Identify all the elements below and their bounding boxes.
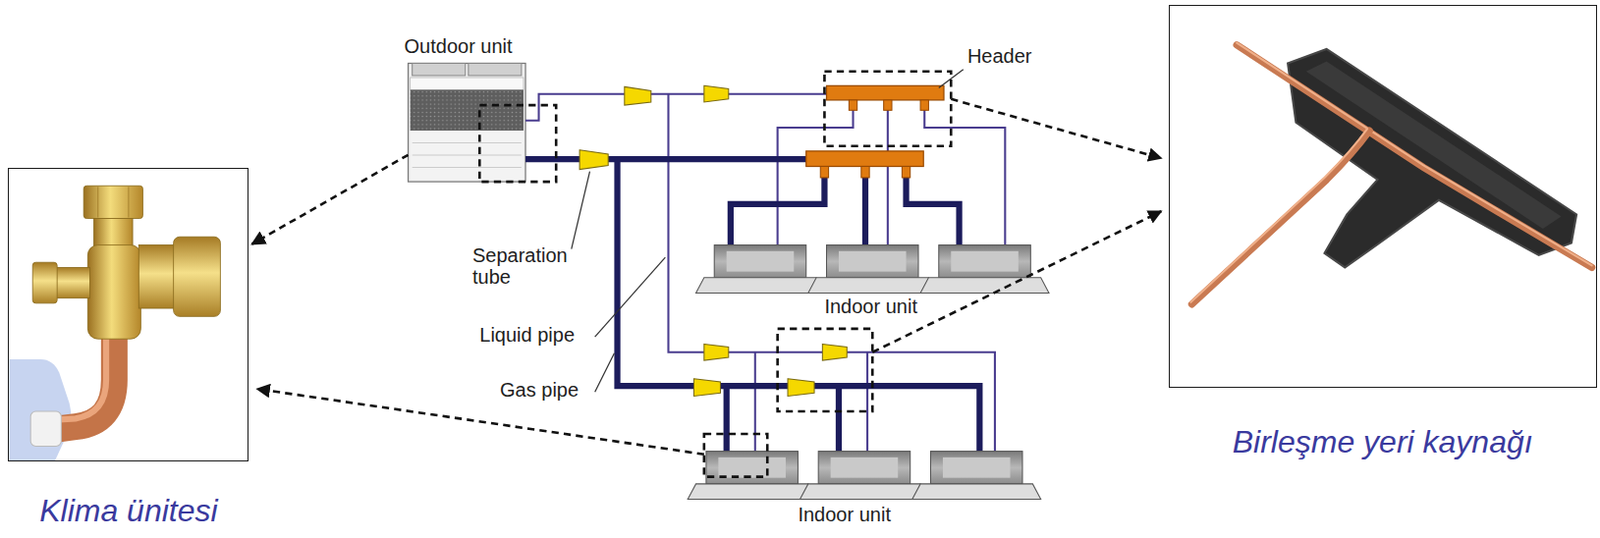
part-label: Liquid pipe xyxy=(479,324,575,346)
header-symbol xyxy=(806,85,944,178)
part-label: Separation tube xyxy=(472,244,596,288)
highlight-box xyxy=(479,71,951,478)
photo-caption: Birleşme yeri kaynağı xyxy=(1130,424,1600,461)
leader-line xyxy=(571,69,964,393)
liquid-pipe xyxy=(525,94,1005,452)
part-label: Gas pipe xyxy=(499,379,579,401)
part-label: Header xyxy=(967,45,1033,67)
part-label: Indoor unit xyxy=(824,295,918,318)
part-label: Indoor unit xyxy=(797,503,891,526)
outdoor-unit-box: Outdoor unit xyxy=(408,60,526,182)
photo-caption: Klima ünitesi xyxy=(0,493,287,530)
branch-joint-illustration xyxy=(1190,43,1592,305)
photo-frame: Birleşme yeri kaynağı xyxy=(1168,4,1598,388)
outdoor-unit-symbol xyxy=(408,62,526,182)
valve-illustration xyxy=(8,185,221,461)
separation-tube-symbol xyxy=(579,85,847,396)
unit-label: Outdoor unit xyxy=(404,35,513,58)
gas-pipe xyxy=(525,159,980,451)
pointer-arrow xyxy=(251,155,408,245)
photo-frame: Klima ünitesi xyxy=(7,167,249,461)
pointer-arrow xyxy=(257,99,1161,455)
indoor-unit-symbol xyxy=(687,245,1049,500)
